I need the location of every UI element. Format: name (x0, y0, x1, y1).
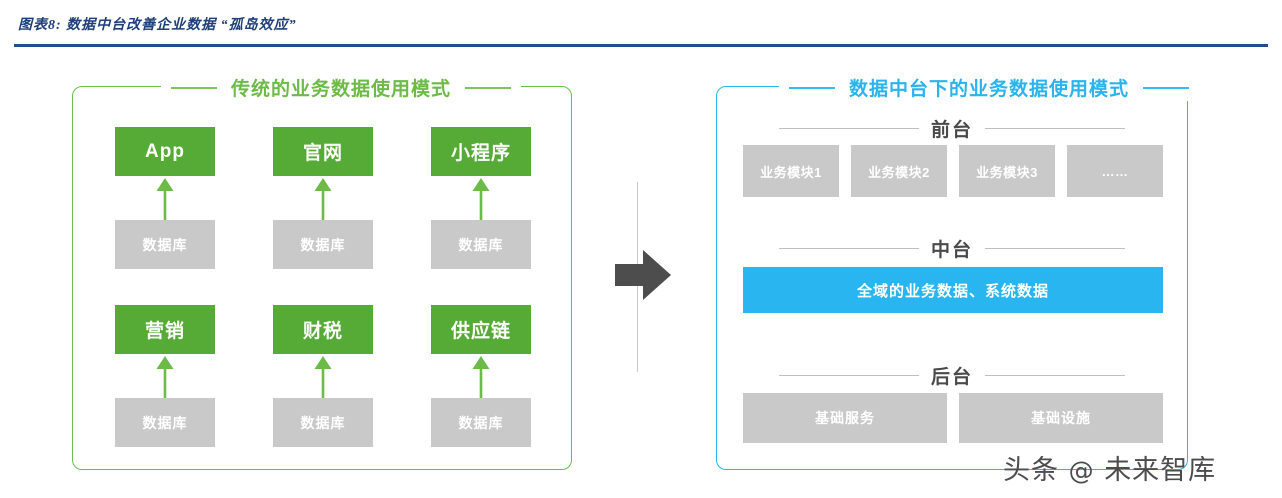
database-box[interactable]: 数据库 (273, 220, 373, 269)
right-panel-heading-text: 数据中台下的业务数据使用模式 (849, 79, 1130, 100)
heading-dash-left-icon (789, 86, 835, 89)
data-midend-mode-panel: 数据中台下的业务数据使用模式 前台 业务模块1 业务模块2 业务模块3 …… 中… (716, 74, 1200, 470)
section-label-front: 前台 (717, 115, 1187, 142)
section-rule-right (985, 128, 1125, 129)
front-module-1[interactable]: 业务模块1 (743, 145, 839, 197)
business-box-supplychain[interactable]: 供应链 (431, 305, 531, 354)
heading-dash-left-icon (171, 86, 217, 89)
section-rule-right (985, 248, 1125, 249)
heading-dash-right-icon (1143, 86, 1190, 89)
section-rule-left (778, 248, 919, 249)
database-box[interactable]: 数据库 (115, 398, 215, 447)
up-arrow-icon (156, 178, 174, 220)
up-arrow-icon (314, 178, 332, 220)
app-box-miniprogram[interactable]: 小程序 (431, 127, 531, 176)
app-box-app[interactable]: App (115, 127, 215, 176)
title-divider-rule (14, 44, 1268, 47)
database-box[interactable]: 数据库 (115, 220, 215, 269)
up-arrow-icon (314, 356, 332, 398)
traditional-mode-panel: 传统的业务数据使用模式 App 官网 小程序 数据库 数据库 数据库 营销 财税… (72, 74, 572, 470)
back-module-row: 基础服务 基础设施 (743, 393, 1163, 443)
up-arrow-icon (472, 356, 490, 398)
up-arrow-icon (472, 178, 490, 220)
watermark-at-icon: @ (1068, 456, 1095, 485)
section-back-text: 后台 (930, 367, 973, 388)
right-arrow-icon (615, 250, 671, 300)
right-panel-heading: 数据中台下的业务数据使用模式 (779, 74, 1200, 101)
front-module-2[interactable]: 业务模块2 (851, 145, 947, 197)
section-middle-text: 中台 (930, 240, 973, 261)
database-box[interactable]: 数据库 (431, 220, 531, 269)
section-rule-left (778, 375, 919, 376)
business-box-marketing[interactable]: 营销 (115, 305, 215, 354)
watermark-prefix: 头条 (1003, 455, 1059, 486)
watermark-name: 未来智库 (1104, 455, 1217, 486)
front-module-more[interactable]: …… (1067, 145, 1163, 197)
business-box-finance[interactable]: 财税 (273, 305, 373, 354)
left-panel-heading: 传统的业务数据使用模式 (161, 74, 522, 101)
section-rule-left (778, 128, 919, 129)
traditional-grid: App 官网 小程序 数据库 数据库 数据库 营销 财税 供应链 (73, 87, 571, 469)
figure-title: 图表8: 数据中台改善企业数据 “孤岛效应” (18, 18, 297, 33)
section-label-back: 后台 (717, 362, 1187, 389)
front-module-3[interactable]: 业务模块3 (959, 145, 1055, 197)
heading-dash-right-icon (465, 86, 512, 89)
front-module-row: 业务模块1 业务模块2 业务模块3 …… (743, 145, 1163, 197)
up-arrow-icon (156, 356, 174, 398)
back-module-basic-service[interactable]: 基础服务 (743, 393, 947, 443)
left-panel-heading-text: 传统的业务数据使用模式 (231, 79, 452, 100)
section-label-middle: 中台 (717, 235, 1187, 262)
section-front-text: 前台 (930, 120, 973, 141)
middle-platform-bar[interactable]: 全域的业务数据、系统数据 (743, 267, 1163, 313)
app-box-website[interactable]: 官网 (273, 127, 373, 176)
back-module-infrastructure[interactable]: 基础设施 (959, 393, 1163, 443)
database-box[interactable]: 数据库 (273, 398, 373, 447)
watermark: 头条 @ 未来智库 (1003, 448, 1216, 487)
database-box[interactable]: 数据库 (431, 398, 531, 447)
section-rule-right (985, 375, 1125, 376)
